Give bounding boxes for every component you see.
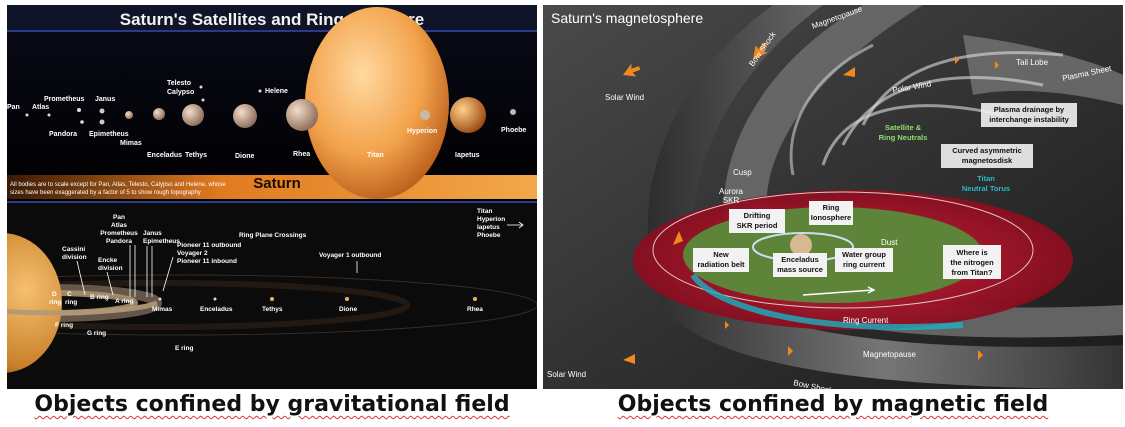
encke-2: division bbox=[98, 265, 123, 272]
encke-1: Encke bbox=[98, 257, 118, 264]
outer-label-phoebe: Phoebe bbox=[477, 232, 501, 239]
magnetosphere-diagram: Saturn's magnetosphere Bow Shock Magneto… bbox=[543, 5, 1123, 389]
aurora-1: Aurora bbox=[719, 187, 744, 196]
curved-disk-2: magnetosdisk bbox=[962, 156, 1013, 165]
ring-ionosphere-1: Ring bbox=[823, 203, 840, 212]
stack-atlas: Atlas bbox=[111, 222, 127, 229]
dust: Dust bbox=[881, 238, 898, 247]
water-group-2: ring current bbox=[843, 260, 886, 269]
stack-epimetheus: Epimetheus bbox=[143, 238, 180, 245]
outer-label-iapetus: Iapetus bbox=[477, 224, 500, 231]
moon-label-mimas: Mimas bbox=[120, 140, 142, 147]
aurora-2: SKR bbox=[723, 196, 740, 205]
cyan-current-band bbox=[690, 273, 964, 330]
bottom-enceladus: Enceladus bbox=[200, 306, 233, 313]
bottom-mimas: Mimas bbox=[152, 306, 173, 313]
e-ring-arc bbox=[7, 274, 537, 336]
moon-label-enceladus: Enceladus bbox=[147, 152, 182, 159]
moon-label-hyperion: Hyperion bbox=[407, 128, 437, 135]
drifting-1: Drifting bbox=[744, 211, 771, 220]
moon-label-helene: Helene bbox=[265, 88, 288, 95]
drainage-1: Plasma drainage by bbox=[994, 105, 1065, 114]
stack-pan: Pan bbox=[113, 214, 125, 221]
ring-current: Ring Current bbox=[843, 316, 889, 325]
cassini-2: division bbox=[62, 254, 87, 261]
bottom-rhea: Rhea bbox=[467, 306, 483, 313]
bottom-tethys: Tethys bbox=[262, 306, 283, 313]
bow-shock-bottom: Bow Shock bbox=[793, 378, 835, 389]
outer-label-hyperion: Hyperion bbox=[477, 216, 505, 223]
curved-disk-1: Curved asymmetric bbox=[952, 146, 1022, 155]
caption-gravitational: Objects confined by gravitational field bbox=[34, 392, 510, 417]
drainage-2: interchange instability bbox=[989, 115, 1069, 124]
f-ring: F ring bbox=[55, 322, 73, 329]
pioneer-in: Pioneer 11 inbound bbox=[177, 258, 237, 265]
voyager2: Voyager 2 bbox=[177, 250, 208, 257]
moon-label-phoebe: Phoebe bbox=[501, 127, 526, 134]
moon-label-pan: Pan bbox=[7, 104, 20, 111]
moon-label-calypso: Calypso bbox=[167, 89, 194, 96]
saturn-center bbox=[790, 234, 812, 256]
neutrals-2: Ring Neutrals bbox=[879, 133, 928, 142]
saturn-limb bbox=[7, 175, 537, 199]
wind-arrows bbox=[623, 42, 999, 364]
tail-lobe: Tail Lobe bbox=[1016, 58, 1049, 67]
solar-wind-top: Solar Wind bbox=[605, 93, 644, 102]
moon-label-atlas: Atlas bbox=[32, 104, 49, 111]
moon-label-pandora: Pandora bbox=[49, 131, 77, 138]
d-ring-2: ring bbox=[49, 299, 61, 306]
stack-janus: Janus bbox=[143, 230, 162, 237]
b-ring: B ring bbox=[90, 294, 109, 301]
bow-shock-shell bbox=[647, 5, 1123, 389]
water-group-1: Water group bbox=[842, 250, 886, 259]
moon-label-tethys: Tethys bbox=[185, 152, 207, 159]
cusp: Cusp bbox=[733, 168, 752, 177]
d-ring-1: D bbox=[52, 291, 57, 298]
e-ring: E ring bbox=[175, 345, 193, 352]
title-bar bbox=[7, 5, 537, 31]
moon-label-dione: Dione bbox=[235, 153, 255, 160]
moon-label-iapetus: Iapetus bbox=[455, 152, 480, 159]
ring-plane-crossings: Ring Plane Crossings bbox=[239, 232, 307, 239]
enceladus-2: mass source bbox=[777, 265, 823, 274]
scale-note-2: sizes have been exaggerated by a factor … bbox=[10, 190, 201, 196]
drifting-2: SKR period bbox=[737, 221, 778, 230]
satellites-ring-structure-diagram: Saturn's Satellites and Ring Structure S… bbox=[7, 5, 537, 389]
g-ring: G ring bbox=[87, 330, 106, 337]
moon-label-janus: Janus bbox=[95, 96, 115, 103]
c-ring-1: C bbox=[67, 291, 72, 298]
titan-torus-2: Neutral Torus bbox=[962, 184, 1010, 193]
ring-ionosphere-2: Ionosphere bbox=[811, 213, 851, 222]
a-ring: A ring bbox=[115, 298, 134, 305]
titan-globe bbox=[305, 7, 449, 199]
neutrals-1: Satellite & bbox=[885, 123, 922, 132]
stack-prometheus: Prometheus bbox=[100, 230, 138, 237]
scale-note-1: All bodies are to scale except for Pan, … bbox=[10, 182, 226, 188]
outer-label-titan: Titan bbox=[477, 208, 492, 215]
saturn-globe-bottom bbox=[7, 233, 62, 373]
cassini-1: Cassini bbox=[62, 246, 85, 253]
enceladus-1: Enceladus bbox=[781, 255, 819, 264]
titan-torus-1: Titan bbox=[977, 174, 995, 183]
stack-pandora: Pandora bbox=[106, 238, 132, 245]
moon-label-telesto: Telesto bbox=[167, 80, 191, 87]
new-belt-2: radiation belt bbox=[697, 260, 745, 269]
saturn-label: Saturn bbox=[253, 175, 301, 192]
solar-wind-bottom: Solar Wind bbox=[547, 370, 586, 379]
magnetopause-bottom: Magnetopause bbox=[863, 350, 916, 359]
c-ring-2: ring bbox=[65, 299, 77, 306]
voyager1-outbound: Voyager 1 outbound bbox=[319, 252, 381, 259]
right-title: Saturn's magnetosphere bbox=[551, 10, 703, 26]
pioneer-out: Pioneer 11 outbound bbox=[177, 242, 241, 249]
bottom-dione: Dione bbox=[339, 306, 357, 313]
moon-label-rhea: Rhea bbox=[293, 151, 310, 158]
nitrogen-1: Where is bbox=[956, 248, 987, 257]
nitrogen-3: from Titan? bbox=[951, 268, 993, 277]
new-belt-1: New bbox=[713, 250, 729, 259]
caption-magnetic: Objects confined by magnetic field bbox=[617, 392, 1049, 417]
nitrogen-2: the nitrogen bbox=[950, 258, 994, 267]
moon-label-prometheus: Prometheus bbox=[44, 96, 85, 103]
moon-label-epimetheus: Epimetheus bbox=[89, 131, 129, 138]
moon-label-titan: Titan bbox=[367, 152, 384, 159]
